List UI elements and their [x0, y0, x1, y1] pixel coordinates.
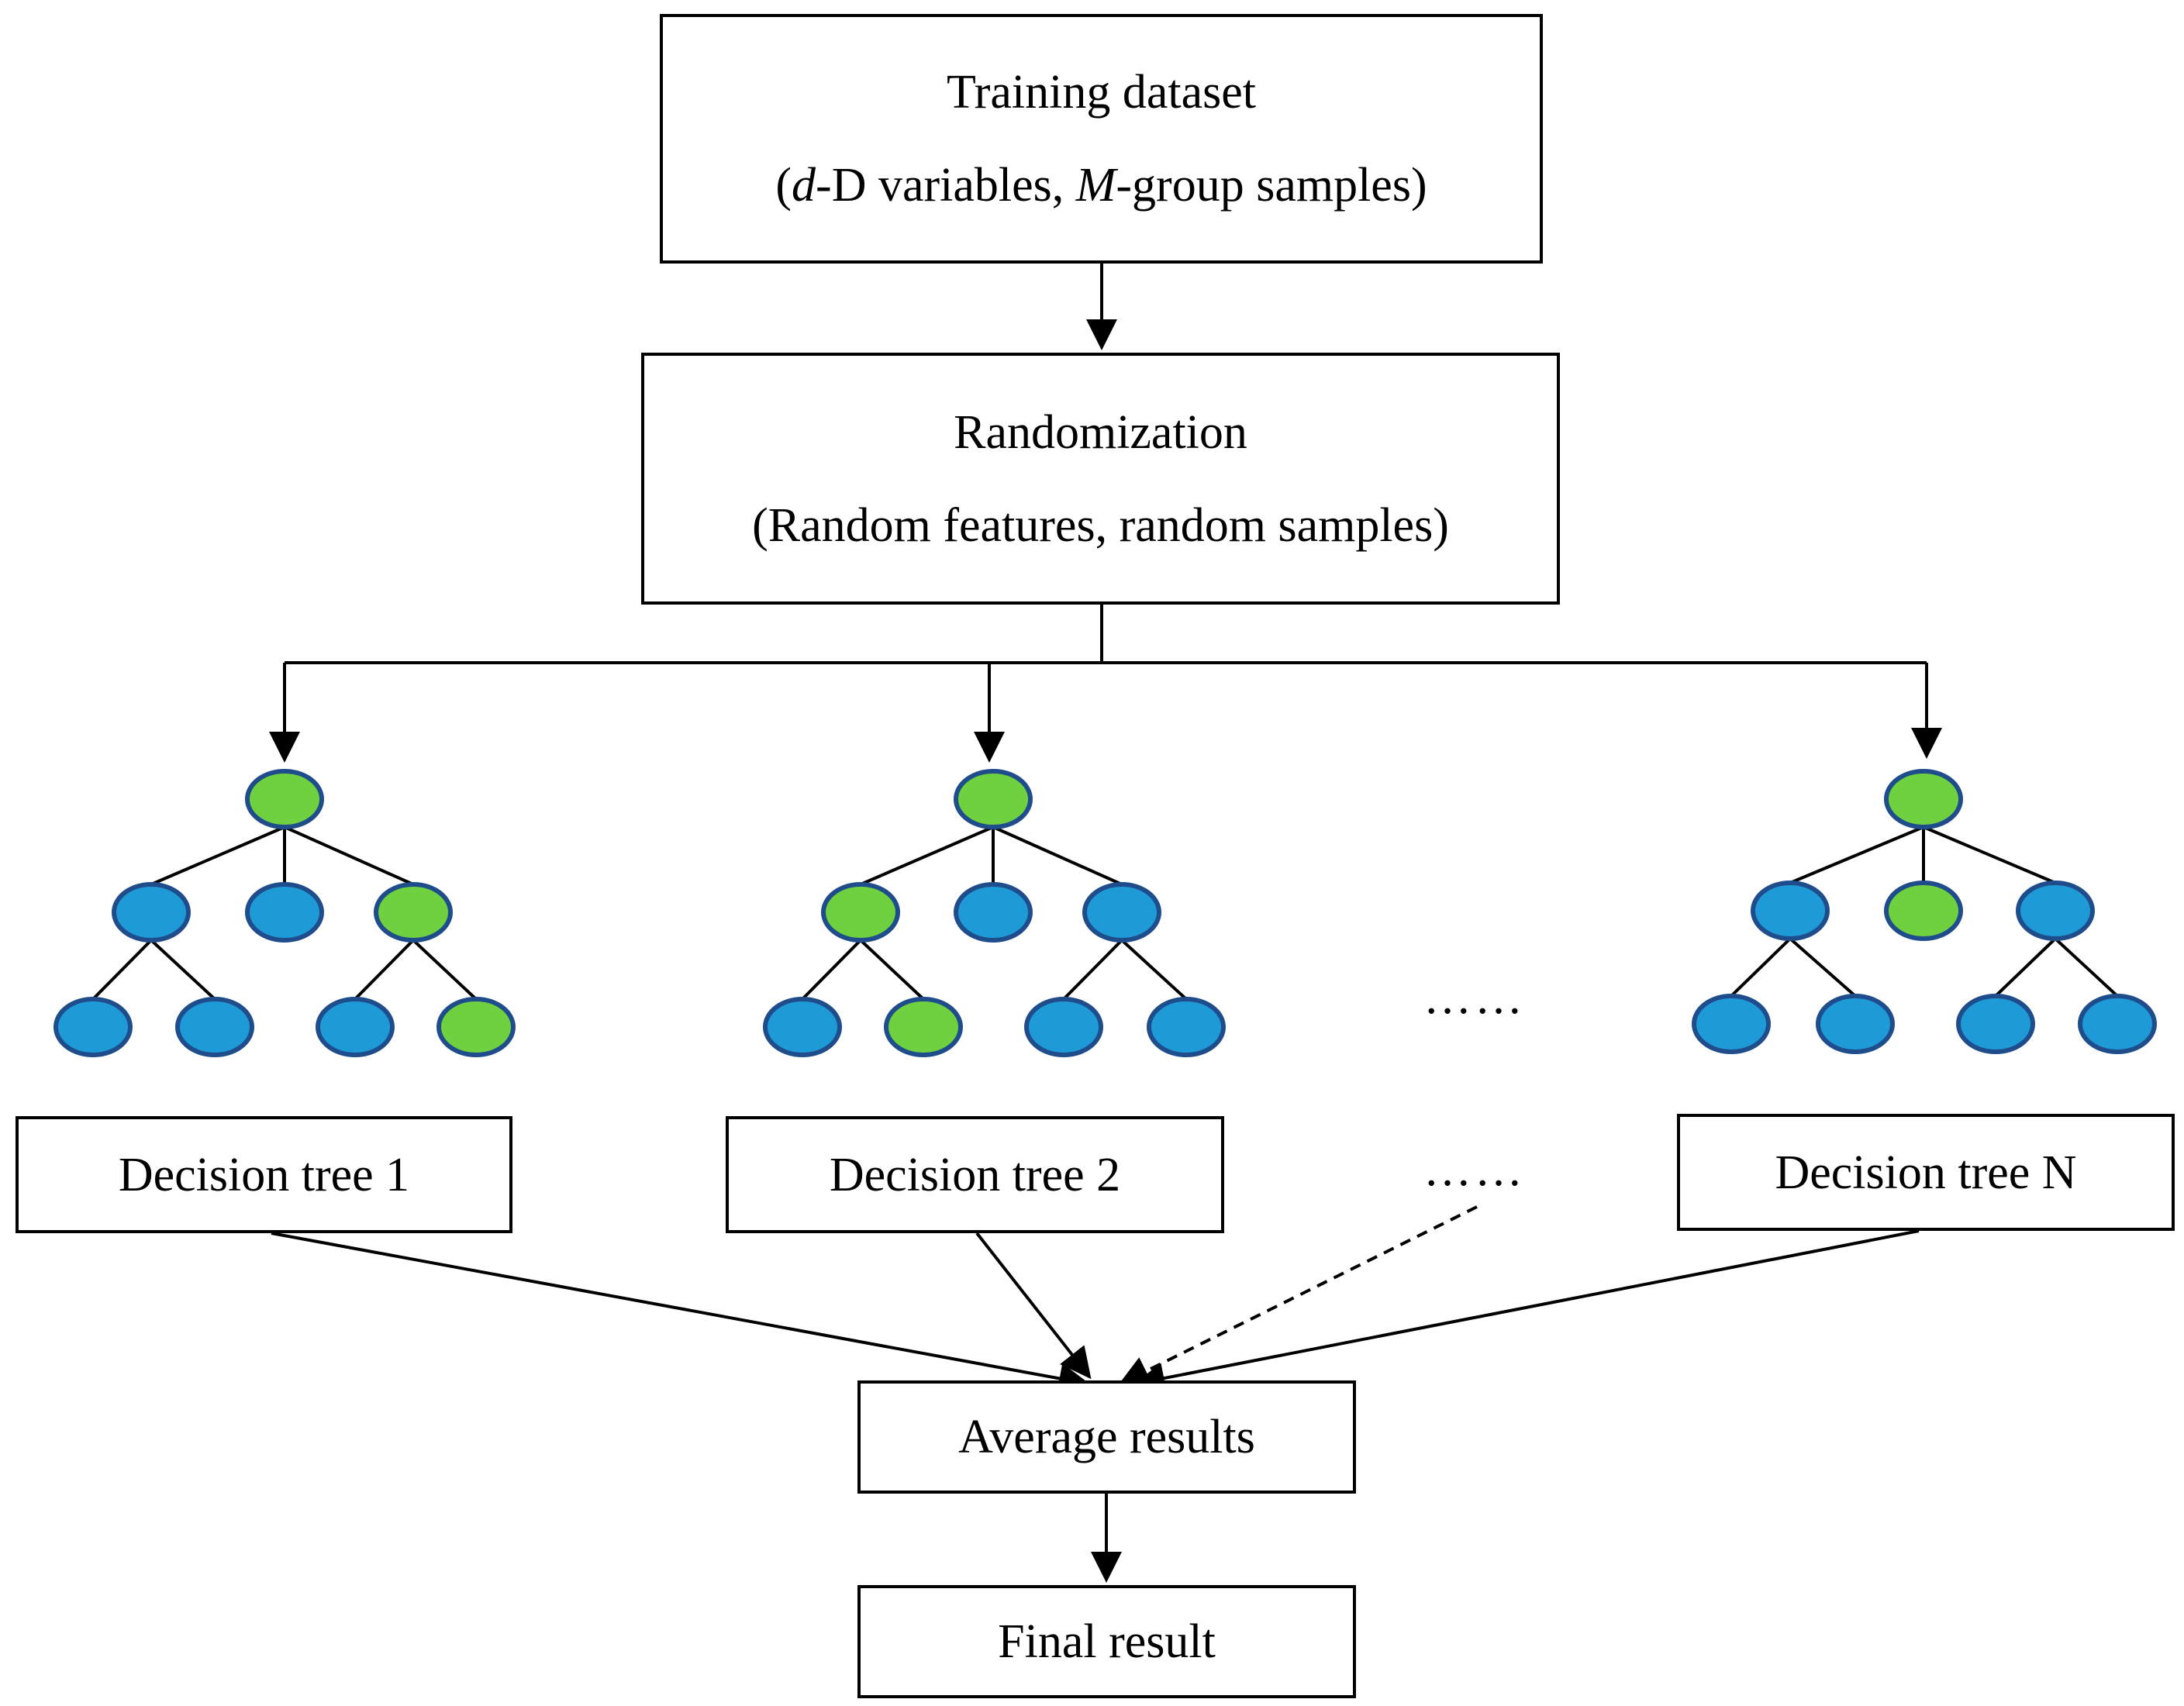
- arrow-tree-2-to-average: [975, 1232, 1092, 1380]
- tree-node-level-3: [1816, 994, 1895, 1054]
- tree-edge: [2054, 937, 2119, 998]
- tree-node-level-3: [1147, 997, 1226, 1057]
- tree-edge: [859, 939, 925, 1001]
- randomization-title: Randomization: [954, 405, 1247, 459]
- decision-tree-n-box: Decision tree N: [1677, 1114, 2175, 1231]
- tree-node-level-2: [374, 882, 453, 943]
- ellipsis-trees: ……: [1423, 971, 1526, 1024]
- tree-edge: [150, 825, 285, 886]
- tree-edge: [1994, 937, 2057, 998]
- tree-edge: [284, 825, 414, 886]
- tree-root-node: [954, 769, 1033, 829]
- average-results-box: Average results: [857, 1380, 1356, 1494]
- tree-root-node: [245, 769, 324, 829]
- average-results-label: Average results: [958, 1411, 1255, 1463]
- tree-edge: [860, 825, 994, 886]
- connectors: [269, 264, 1942, 1583]
- decision-tree-1-label: Decision tree 1: [118, 1148, 410, 1201]
- tree-edge: [150, 939, 216, 1001]
- decision-tree-3-graphic: [1692, 769, 2157, 1054]
- training-dataset-box: Training dataset (d-D variables, M-group…: [660, 14, 1543, 264]
- tree-node-level-3: [53, 997, 133, 1057]
- tree-node-level-3: [175, 997, 254, 1057]
- final-result-box: Final result: [857, 1585, 1356, 1698]
- tree-node-level-2: [2016, 881, 2095, 941]
- training-dataset-subtitle: (d-D variables, M-group samples): [775, 159, 1427, 212]
- tree-node-level-3: [1024, 997, 1103, 1057]
- ellipsis-labels: ……: [1423, 1143, 1526, 1196]
- randomization-box: Randomization (Random features, random s…: [641, 353, 1560, 605]
- tree-node-level-2: [821, 882, 900, 943]
- decision-tree-2-graphic: [763, 769, 1226, 1057]
- tree-node-level-3: [1956, 994, 2035, 1054]
- tree-root-node: [1884, 769, 1963, 829]
- tree-node-level-2: [245, 882, 324, 943]
- tree-node-level-2: [1082, 882, 1161, 943]
- decision-tree-2-box: Decision tree 2: [726, 1116, 1224, 1233]
- arrow-tree-1-to-average: [271, 1232, 1090, 1394]
- tree-edge: [801, 939, 862, 1001]
- decision-tree-n-label: Decision tree N: [1775, 1146, 2077, 1199]
- tree-node-level-3: [763, 997, 842, 1057]
- tree-edge: [1789, 825, 1924, 884]
- arrow-ellipsis-to-average: [1118, 1205, 1478, 1385]
- tree-edge: [354, 939, 415, 1001]
- tree-node-level-2: [1884, 881, 1963, 941]
- tree-edge: [1730, 937, 1792, 998]
- decision-tree-2-label: Decision tree 2: [829, 1148, 1121, 1201]
- tree-node-level-2: [954, 882, 1033, 943]
- randomization-subtitle: (Random features, random samples): [752, 498, 1449, 552]
- training-dataset-title: Training dataset: [947, 66, 1256, 119]
- decision-tree-1-graphic: [53, 769, 516, 1057]
- tree-node-level-2: [112, 882, 191, 943]
- tree-edge: [1789, 937, 1857, 998]
- tree-node-level-3: [316, 997, 395, 1057]
- tree-node-level-3: [2078, 994, 2157, 1054]
- tree-node-level-3: [884, 997, 963, 1057]
- tree-edge: [1923, 825, 2056, 884]
- decision-tree-1-box: Decision tree 1: [16, 1116, 512, 1233]
- tree-edge: [1120, 939, 1188, 1001]
- tree-node-level-3: [436, 997, 516, 1057]
- tree-node-level-3: [1692, 994, 1771, 1054]
- tree-node-level-2: [1751, 881, 1830, 941]
- tree-edge: [412, 939, 478, 1001]
- arrow-tree-n-to-average: [1133, 1229, 1920, 1394]
- final-result-label: Final result: [998, 1615, 1216, 1668]
- tree-graphics: [53, 769, 2157, 1057]
- tree-edge: [992, 825, 1123, 886]
- tree-edge: [1062, 939, 1123, 1001]
- tree-edge: [91, 939, 153, 1001]
